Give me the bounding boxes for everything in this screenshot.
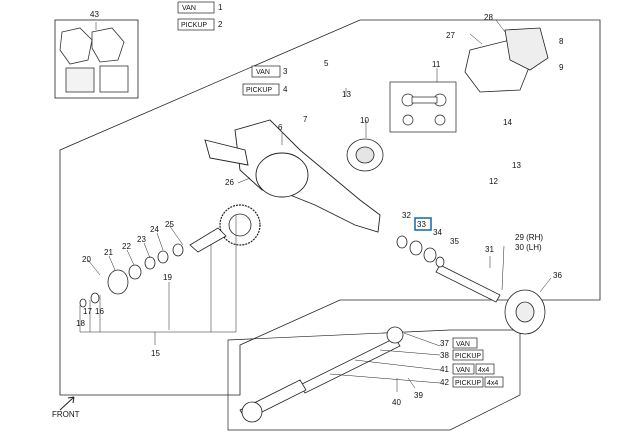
- differential-case-icon: [346, 138, 384, 172]
- axle-bearing-parts: [396, 235, 445, 268]
- callout-27[interactable]: 27: [446, 31, 455, 40]
- callout-30[interactable]: 30 (LH): [515, 243, 542, 252]
- callout-19[interactable]: 19: [163, 273, 172, 282]
- callout-28[interactable]: 28: [484, 13, 493, 22]
- tag-van-3: VAN: [256, 69, 270, 76]
- callout-21[interactable]: 21: [104, 248, 113, 257]
- pinion-gears-icon: [401, 93, 447, 126]
- pinion-shaft-icon: [189, 227, 227, 253]
- callout-1[interactable]: 1: [218, 3, 223, 12]
- callout-39[interactable]: 39: [414, 391, 423, 400]
- callout-33-highlight[interactable]: [414, 217, 432, 231]
- callout-32[interactable]: 32: [402, 211, 411, 220]
- pinion-bearing-parts: [79, 243, 184, 308]
- ring-gear-icon: [219, 204, 261, 246]
- callout-16[interactable]: 16: [95, 307, 104, 316]
- diff-cover-icon: [464, 27, 549, 93]
- callout-37[interactable]: 37: [440, 339, 449, 348]
- axle-housing: [204, 119, 381, 233]
- callout-29[interactable]: 29 (RH): [515, 233, 543, 242]
- callout-23[interactable]: 23: [137, 235, 146, 244]
- tag-4x4-42: 4x4: [487, 380, 498, 387]
- tag-pickup-2: PICKUP: [181, 22, 207, 29]
- callout-25[interactable]: 25: [165, 220, 174, 229]
- callout-7[interactable]: 7: [303, 115, 308, 124]
- callout-10[interactable]: 10: [360, 116, 369, 125]
- tag-4x4-41: 4x4: [478, 367, 489, 374]
- callout-26[interactable]: 26: [225, 178, 234, 187]
- callout-5[interactable]: 5: [324, 59, 329, 68]
- gear-set-box: [389, 81, 457, 133]
- gasket-kit-box: [54, 19, 139, 99]
- front-label: FRONT: [52, 410, 80, 419]
- axle-shaft-icon: [435, 264, 546, 335]
- callout-38[interactable]: 38: [440, 351, 449, 360]
- callout-18[interactable]: 18: [76, 319, 85, 328]
- tag-van-41: VAN: [456, 367, 470, 374]
- callout-2[interactable]: 2: [218, 20, 223, 29]
- tag-pickup-4: PICKUP: [246, 87, 272, 94]
- tag-van-1: VAN: [182, 5, 196, 12]
- callout-15[interactable]: 15: [151, 349, 160, 358]
- propshaft-outline: [227, 329, 521, 431]
- callout-43[interactable]: 43: [90, 10, 99, 19]
- assembly-outline: [59, 19, 601, 396]
- callout-13a[interactable]: 13: [342, 90, 351, 99]
- gasket-icon: [59, 27, 129, 93]
- callout-40[interactable]: 40: [392, 398, 401, 407]
- leader-lines: [79, 19, 552, 392]
- tag-van-37: VAN: [456, 341, 470, 348]
- tag-pickup-42: PICKUP: [455, 380, 481, 387]
- callout-20[interactable]: 20: [82, 255, 91, 264]
- callout-33[interactable]: 33: [417, 220, 426, 229]
- tag-pickup-38: PICKUP: [455, 353, 481, 360]
- propeller-shaft-icon: [239, 326, 404, 423]
- callout-36[interactable]: 36: [553, 271, 562, 280]
- callout-22[interactable]: 22: [122, 242, 131, 251]
- callout-11[interactable]: 11: [432, 60, 441, 69]
- callout-42[interactable]: 42: [440, 378, 449, 387]
- callout-4[interactable]: 4: [283, 85, 288, 94]
- callout-13b[interactable]: 13: [512, 161, 521, 170]
- callout-9[interactable]: 9: [559, 63, 564, 72]
- callout-6[interactable]: 6: [278, 123, 283, 132]
- callout-14[interactable]: 14: [503, 118, 512, 127]
- front-arrow-icon: [59, 396, 75, 411]
- tag-boxes: [177, 1, 504, 388]
- callout-8[interactable]: 8: [559, 37, 564, 46]
- callout-3[interactable]: 3: [283, 67, 288, 76]
- callout-35[interactable]: 35: [450, 237, 459, 246]
- callout-34[interactable]: 34: [433, 228, 442, 237]
- callout-41[interactable]: 41: [440, 365, 449, 374]
- callout-31[interactable]: 31: [485, 245, 494, 254]
- callout-24[interactable]: 24: [150, 225, 159, 234]
- callout-12[interactable]: 12: [489, 177, 498, 186]
- callout-17[interactable]: 17: [83, 307, 92, 316]
